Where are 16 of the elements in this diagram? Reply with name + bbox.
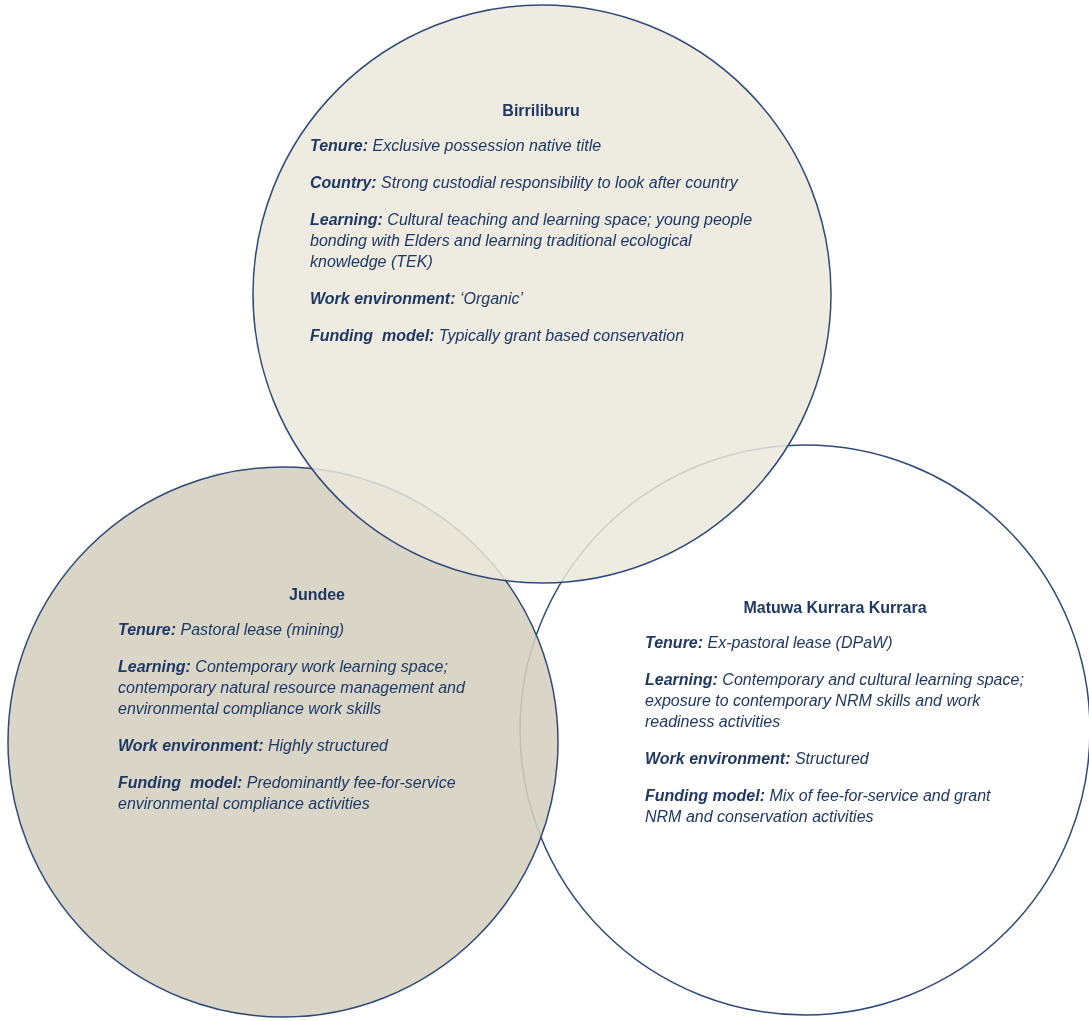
attribute-text: Tenure: Ex-pastoral lease (DPaW) — [645, 633, 894, 653]
attribute-text: Tenure: Pastoral lease (mining) — [118, 620, 346, 640]
attribute-text: Work environment: Structured — [645, 749, 870, 769]
attribute-text: Funding model: Mix of fee-for-service and grant NRM and conservation activities — [645, 786, 992, 827]
attribute-text: Funding model: Typically grant based conservation — [310, 326, 686, 346]
attribute-text: Work environment: Highly structured — [118, 736, 390, 756]
attribute-text: Tenure: Exclusive possession native title — [310, 136, 603, 156]
attribute-text: Funding model: Predominantly fee-for-service environmental compliance activities — [118, 773, 457, 814]
attribute-text: Work environment: ‘Organic’ — [310, 289, 525, 309]
circle-heading: Jundee — [288, 585, 346, 605]
attribute-text: Learning: Cultural teaching and learning space; young people bonding with Elders and learning traditional ecological knowledge (TEK) — [310, 210, 754, 272]
circle-heading: Birriliburu — [501, 101, 581, 121]
circle-heading: Matuwa Kurrara Kurrara — [742, 598, 928, 618]
attribute-text: Country: Strong custodial responsibility to look after country — [310, 173, 740, 193]
attribute-text: Learning: Contemporary work learning space; contemporary natural resource management and environmental compliance work skills — [118, 657, 467, 719]
attribute-text: Learning: Contemporary and cultural learning space; exposure to contemporary NRM skills and work readiness activities — [645, 670, 1025, 732]
